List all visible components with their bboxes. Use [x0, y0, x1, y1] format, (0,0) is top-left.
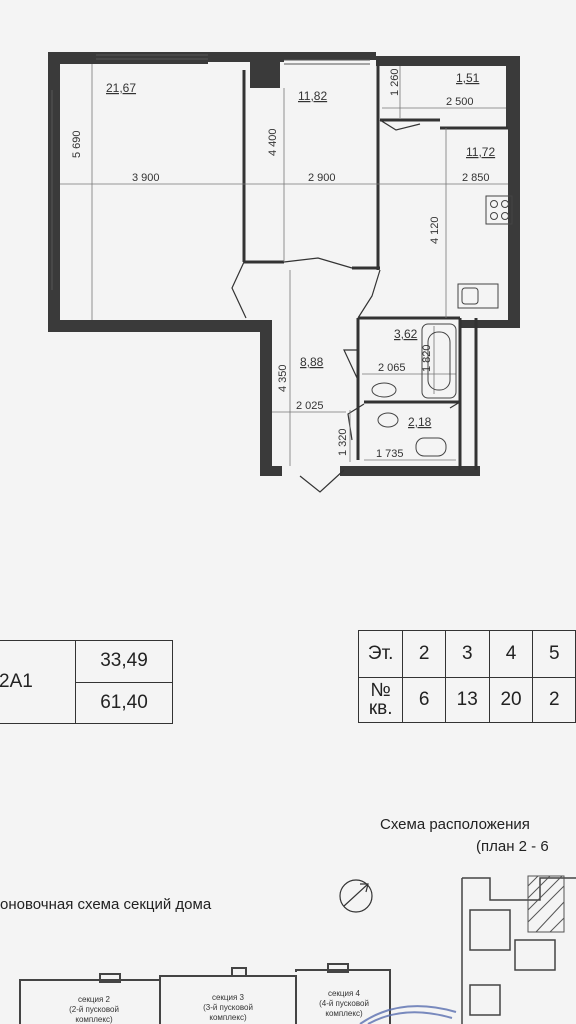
total-area-value: 61,40: [75, 681, 173, 724]
apartment-number-cell: 6: [402, 677, 446, 723]
bathtub-icon: [421, 323, 457, 399]
sections-scheme: [19, 963, 391, 1024]
floor-label: Эт.: [357, 630, 404, 678]
dim-4120: 4 120: [429, 216, 441, 244]
section-2-line1: секция 2: [78, 995, 111, 1004]
apartment-number-label: № кв.: [357, 677, 404, 723]
floor-cell: 4: [488, 630, 534, 678]
compass-icon: [339, 879, 373, 913]
sections-scheme-title: оновочная схема секций дома: [0, 896, 212, 913]
apartment-area-table: 2А1 33,49 61,40: [0, 640, 173, 724]
sink-icon: [457, 283, 499, 309]
outer-walls: [48, 52, 520, 476]
dim-2900: 2 900: [308, 172, 336, 184]
kitchen-area: 11,72: [466, 145, 495, 159]
dim-1260: 1 260: [389, 68, 401, 96]
living-area-value: 33,49: [75, 640, 173, 683]
dim-1320: 1 320: [337, 428, 349, 456]
dim-2850: 2 850: [462, 172, 490, 184]
location-scheme-thumbnail: [461, 877, 576, 1024]
dim-1735: 1 735: [376, 448, 404, 460]
living-room-area: 21,67: [106, 81, 136, 95]
dim-2065: 2 065: [378, 362, 406, 374]
floors-table: Эт. 2 3 4 5 № кв. 6 13 20 2: [357, 630, 576, 723]
inner-walls: [242, 60, 508, 470]
bedroom-area: 11,82: [298, 89, 327, 103]
stove-icon: [485, 195, 513, 225]
washbasin-icon: [371, 382, 399, 428]
section-3-line1: секция 3: [212, 993, 245, 1002]
dim-4350: 4 350: [277, 364, 289, 392]
toilet-icon: [415, 437, 447, 457]
apartment-number-cell: 20: [488, 677, 534, 723]
apartment-code: 2А1: [0, 640, 76, 724]
section-3-line2: (3-й пусковой: [203, 1003, 253, 1012]
apartment-number-cell: 2: [532, 677, 576, 723]
floor-cell: 5: [532, 630, 576, 678]
doors: [231, 119, 461, 493]
floor-cell: 2: [402, 630, 446, 678]
section-2-line2: (2-й пусковой: [69, 1005, 119, 1014]
location-scheme-title: Схема расположения: [380, 816, 530, 833]
windows: [51, 54, 370, 290]
dim-2025: 2 025: [296, 400, 324, 412]
section-3-line3: комплекс): [209, 1013, 247, 1022]
apartment-number-cell: 13: [444, 677, 490, 723]
section-2-line3: комплекс): [75, 1015, 113, 1024]
dim-1820: 1 820: [421, 344, 433, 372]
section-4-line1: секция 4: [328, 989, 361, 998]
hall-area: 8,88: [300, 355, 324, 369]
bath-area: 3,62: [394, 327, 418, 341]
apartment-number-label-line2: кв.: [368, 698, 393, 719]
dim-5690: 5 690: [71, 130, 83, 158]
apartment-number-label-line1: №: [370, 680, 391, 701]
highlighted-apartment-hatch: [527, 875, 565, 933]
location-scheme-subtitle: (план 2 - 6: [476, 838, 549, 855]
floor-cell: 3: [444, 630, 490, 678]
section-4-line3: комплекс): [325, 1009, 363, 1018]
dimension-lines: [60, 64, 508, 466]
stamp: [359, 1005, 457, 1024]
dim-2500: 2 500: [446, 96, 474, 108]
section-4-line2: (4-й пусковой: [319, 999, 369, 1008]
wc-area: 2,18: [408, 415, 432, 429]
balcony-area: 1,51: [456, 71, 480, 85]
dim-4400: 4 400: [267, 128, 279, 156]
dim-3900: 3 900: [132, 172, 160, 184]
